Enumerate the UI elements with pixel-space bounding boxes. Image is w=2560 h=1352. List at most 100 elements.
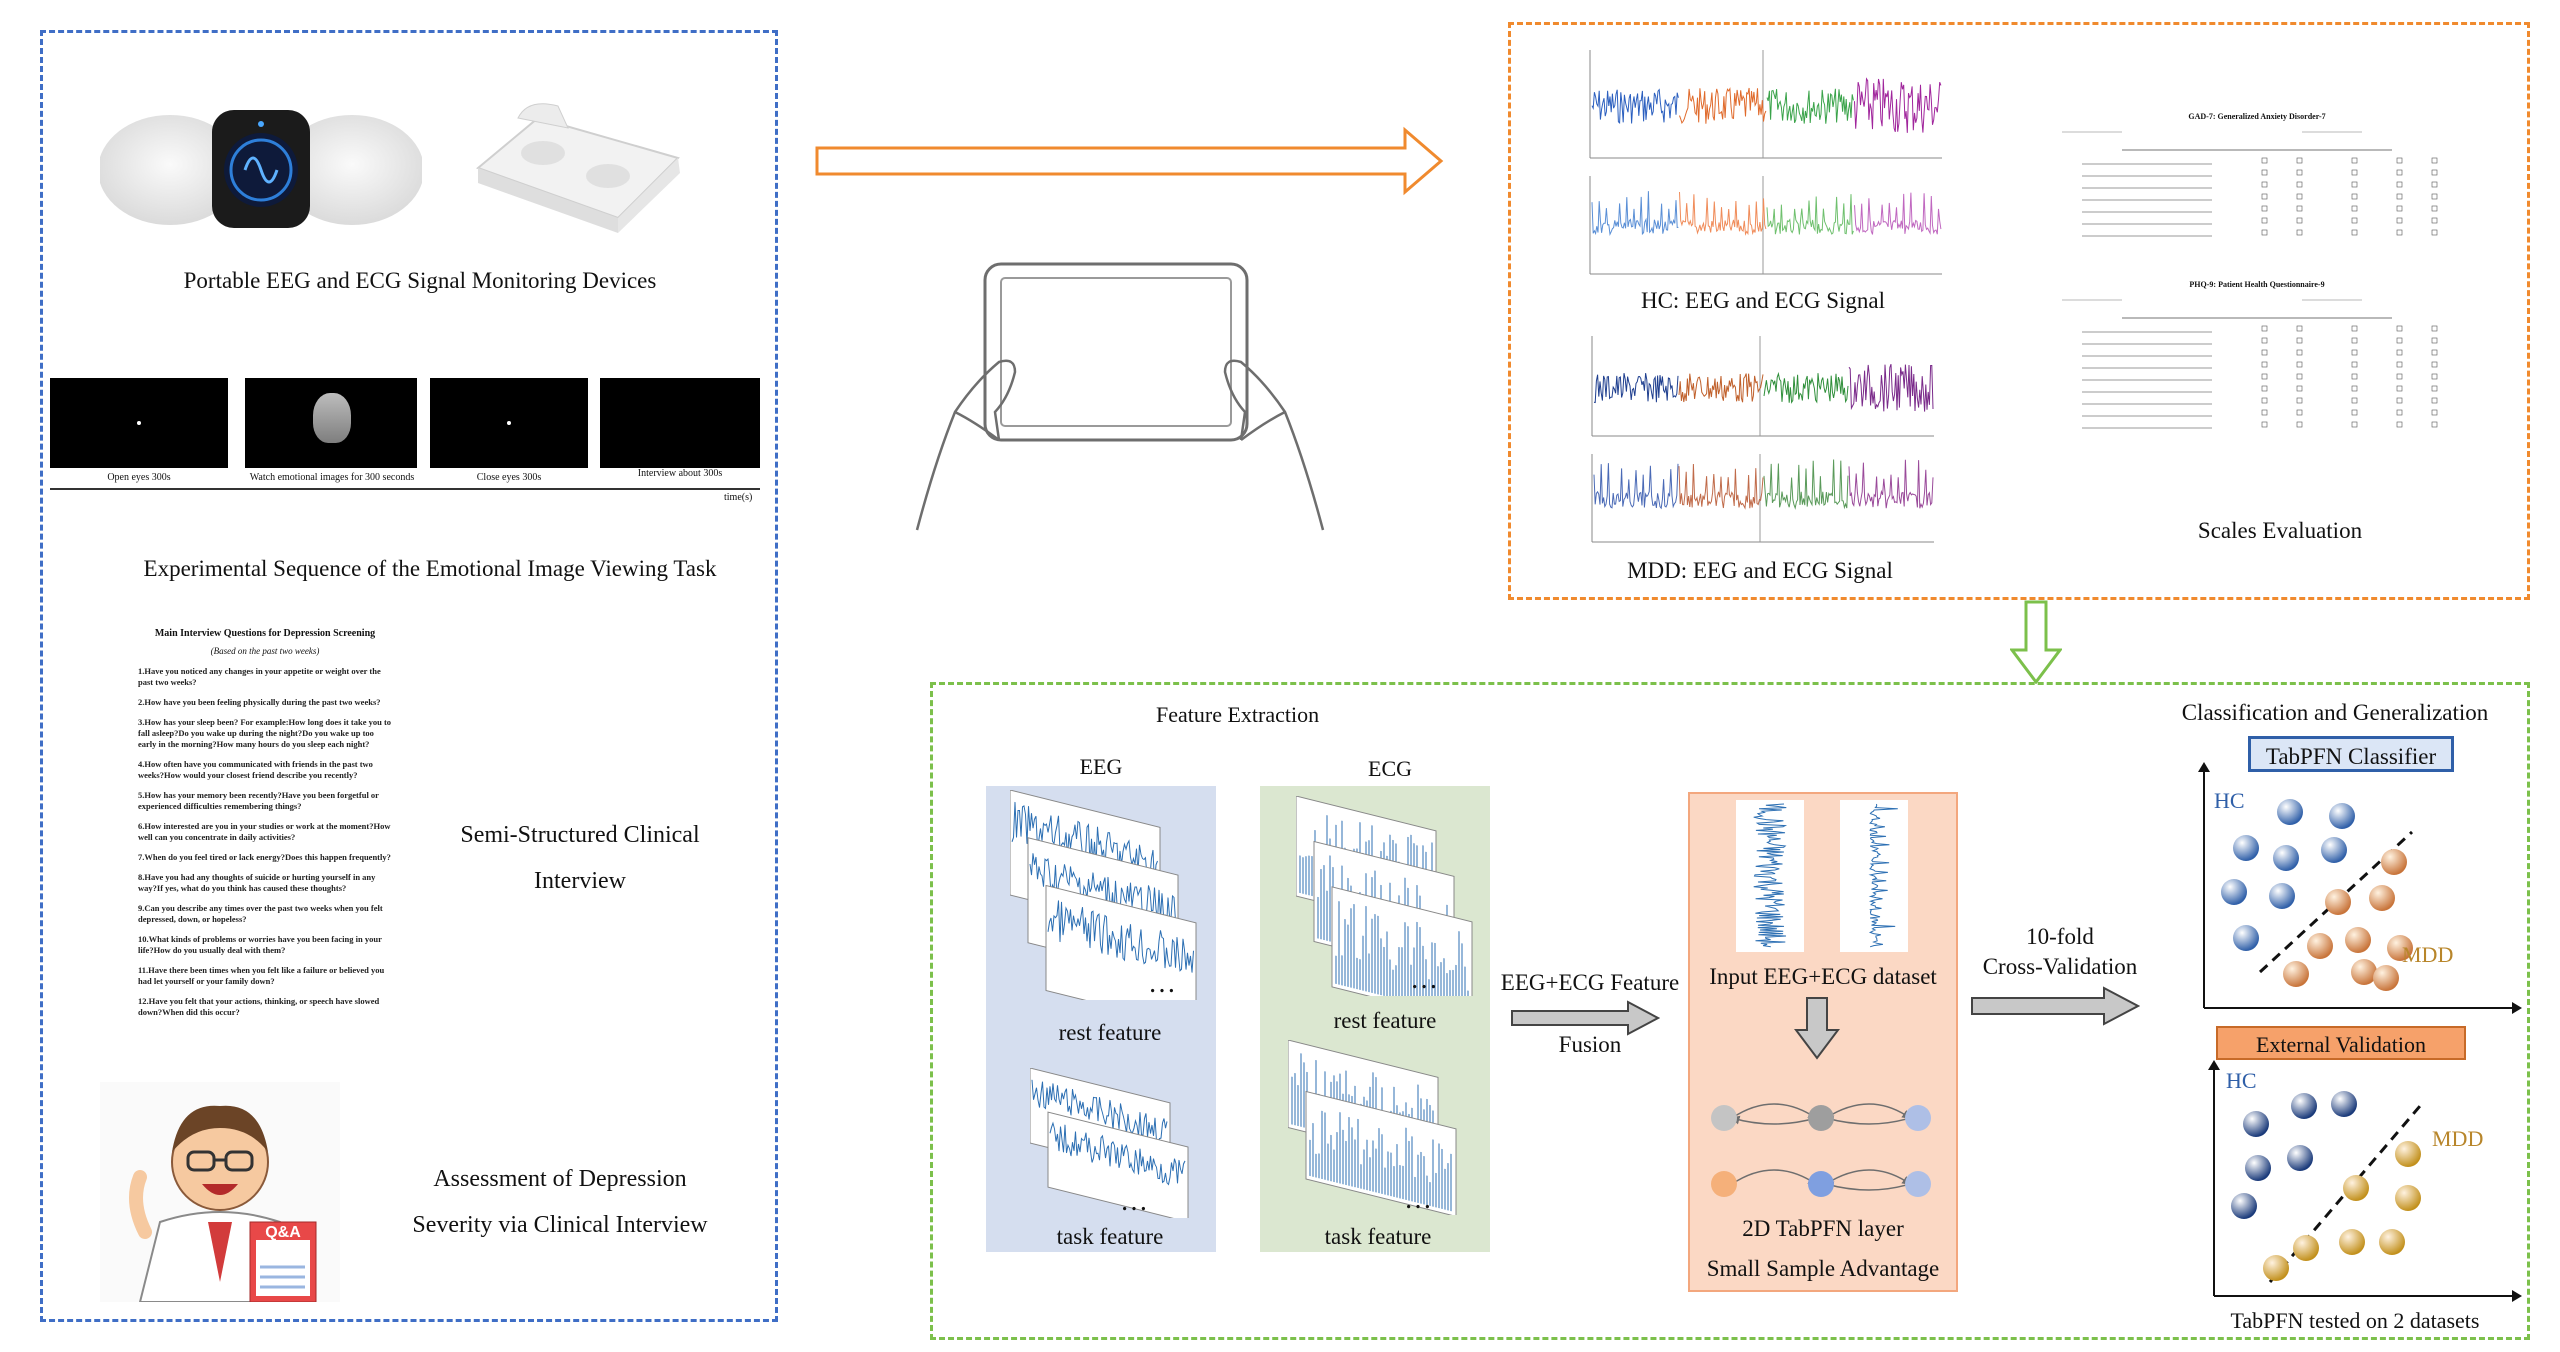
tested-caption: TabPFN tested on 2 datasets [2230,1308,2480,1333]
classifier-hc-label: HC [2214,788,2245,813]
hc-point [2277,799,2303,825]
feature-extraction-title: Feature Extraction [1156,702,1320,727]
mdd-signal-caption: MDD: EEG and ECG Signal [1627,558,1893,583]
interview-question: 12.Have you felt that your actions, thin… [138,996,380,1017]
small-sample-label: Small Sample Advantage [1706,1256,1940,1281]
mdd-point [2369,885,2395,911]
hc-point [2321,837,2347,863]
sequence-frame-open-eyes [50,378,228,468]
eeg-rest-ellipsis: … [1148,968,1176,999]
hc-point [2269,883,2295,909]
hc-point [2231,1193,2257,1219]
classifier-scatter [2186,760,2526,1020]
eeg-task-feature-stack [1030,1068,1210,1218]
cv-arrow [1970,986,2140,1026]
mdd-ecg-plot [1582,450,1938,550]
left-panel [40,30,778,1322]
interview-question-list: 1.Have you noticed any changes in your a… [138,666,394,1027]
interview-caption-line1: Semi-Structured Clinical [460,822,700,848]
scales-caption: Scales Evaluation [2197,518,2363,543]
fixation-dot [507,421,511,425]
input-dataset-plot-eeg [1736,800,1804,952]
arrow-to-recording [815,126,1445,196]
interview-document: Main Interview Questions for Depression … [135,622,395,1062]
ecg-task-feature-stack [1288,1040,1478,1215]
dataset-to-layer-arrow [1794,996,1840,1060]
eeg-device-image [100,108,422,233]
eeg-rest-feature-stack [1010,790,1200,1000]
fusion-label-line2: Fusion [1558,1032,1622,1057]
cv-label-line2: Cross-Validation [1982,954,2138,979]
segment-label-close-eyes: Close eyes 300s [476,472,542,483]
assessment-caption-line1: Assessment of Depression [433,1166,687,1192]
hc-point [2273,845,2299,871]
mdd-point [2381,849,2407,875]
sequence-frame-emotional-image [245,378,417,468]
gad7-title: GAD-7: Generalized Anxiety Disorder-7 [2188,112,2326,121]
qa-badge: Q&A [265,1224,301,1241]
mdd-point [2293,1235,2319,1261]
input-dataset-label: Input EEG+ECG dataset [1709,964,1937,989]
mdd-point [2379,1229,2405,1255]
fixation-dot [137,421,141,425]
fusion-arrow [1510,1000,1660,1036]
devices-caption: Portable EEG and ECG Signal Monitoring D… [183,268,657,293]
hc-point [2245,1155,2271,1181]
recording-panel [1508,22,2530,600]
interview-question: 8.Have you had any thoughts of suicide o… [138,872,376,893]
tabpfn-attention-graph [1704,1090,1944,1210]
arrow-down-to-analysis [2010,600,2062,684]
mdd-point [2325,889,2351,915]
cv-label-line1: 10-fold [2026,924,2094,949]
ecg-rest-feature-label: rest feature [1333,1008,1437,1033]
interview-question: 2.How have you been feeling physically d… [138,697,381,707]
hc-point [2221,879,2247,905]
segment-label-open-eyes: Open eyes 300s [107,472,171,483]
classifier-mdd-label: MDD [2402,942,2454,967]
eeg-label: EEG [1079,754,1123,779]
interview-question: 9.Can you describe any times over the pa… [138,903,383,924]
hc-eeg-plot [1580,46,1946,166]
mdd-point [2373,965,2399,991]
fusion-label-line1: EEG+ECG Feature [1500,970,1680,995]
ecg-task-ellipsis: … [1404,1184,1432,1215]
interview-question: 5.How has your memory been recently?Have… [138,790,379,811]
interview-question: 4.How often have you communicated with f… [138,759,373,780]
interview-doc-title: Main Interview Questions for Depression … [154,628,376,639]
mdd-point [2343,1175,2369,1201]
tabpfn-layer-label: 2D TabPFN layer [1742,1216,1904,1241]
mdd-point [2395,1141,2421,1167]
interview-question: 6.How interested are you in your studies… [138,821,391,842]
hc-point [2243,1111,2269,1137]
interview-question: 11.Have there been times when you felt l… [138,965,385,986]
external-mdd-label: MDD [2432,1126,2484,1151]
eeg-task-feature-label: task feature [1056,1224,1164,1249]
phq9-form: PHQ-9: Patient Health Questionnaire-9 [2062,280,2452,470]
hc-point [2287,1145,2313,1171]
interview-question: 7.When do you feel tired or lack energy?… [138,852,391,862]
ecg-rest-ellipsis: … [1410,964,1438,995]
tablet-with-hands [915,262,1325,532]
hc-ecg-plot [1580,172,1946,282]
analysis-panel [930,682,2530,1340]
hc-signal-caption: HC: EEG and ECG Signal [1640,288,1886,313]
mdd-eeg-plot [1582,332,1938,444]
ecg-device-case-image [458,98,698,238]
eeg-rest-feature-label: rest feature [1058,1020,1162,1045]
mdd-point [2339,1229,2365,1255]
interview-question: 1.Have you noticed any changes in your a… [138,666,381,687]
external-validation-label: External Validation [2216,1026,2466,1060]
hc-point [2233,835,2259,861]
mdd-point [2395,1185,2421,1211]
input-dataset-plot-ecg [1840,800,1908,952]
sequence-time-axis [50,488,760,490]
mdd-point [2307,933,2333,959]
mdd-point [2351,959,2377,985]
interview-doc-subtitle: (Based on the past two weeks) [210,646,320,656]
mdd-point [2387,935,2413,961]
doctor-cartoon: Q&A [100,1082,340,1302]
time-axis-label: time(s) [724,492,753,503]
interview-question: 10.What kinds of problems or worries hav… [138,934,382,955]
interview-caption-line2: Interview [534,868,626,894]
hc-point [2233,925,2259,951]
